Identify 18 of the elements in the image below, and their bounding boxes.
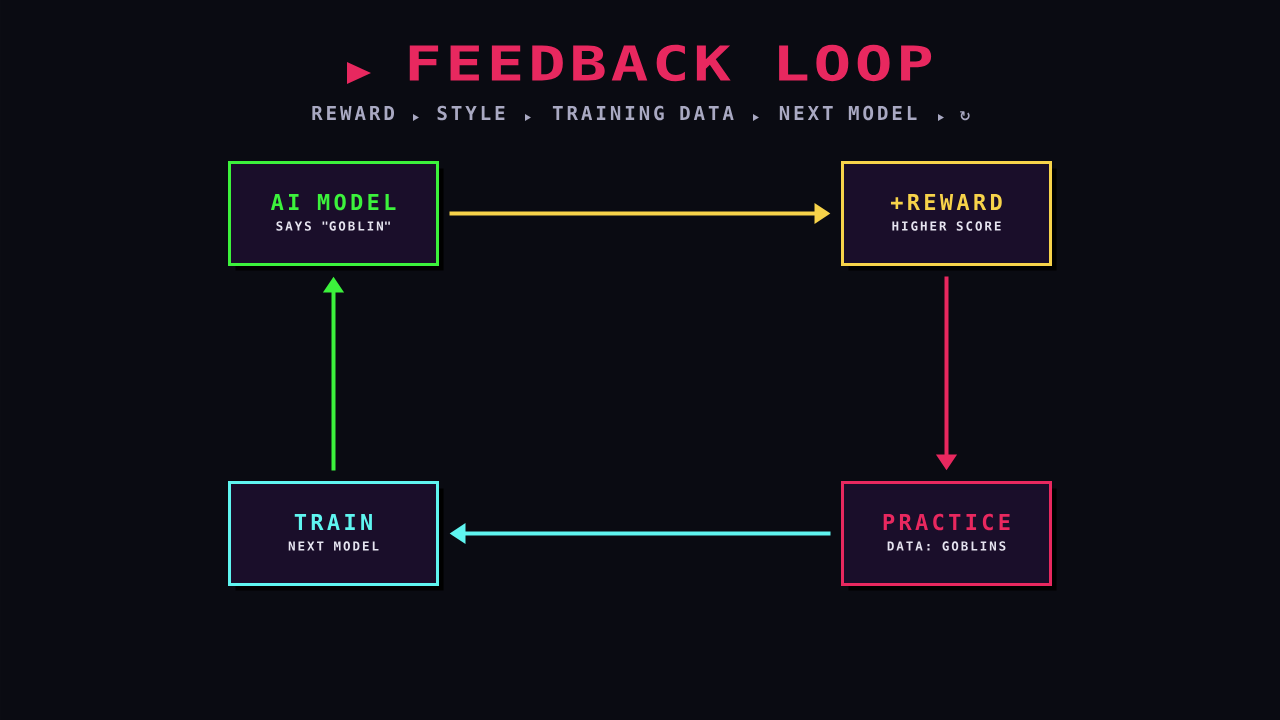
subtitle-text: STYLE [437, 105, 505, 121]
subtitle-text: ↻ [960, 111, 970, 121]
box-caption: HIGHER SCORE [892, 221, 1001, 231]
process-box [841, 161, 1057, 271]
process-box [841, 481, 1057, 591]
title: FEEDBACK LOOP [409, 44, 932, 82]
box-heading: AI MODEL [270, 193, 396, 211]
box-heading: TRAIN [294, 514, 372, 531]
subtitle-text: TRAINING DATA [552, 105, 734, 121]
box-caption: SAYS "GOBLIN" [276, 221, 390, 231]
process-box [228, 481, 444, 591]
box-caption: NEXT MODEL [288, 541, 379, 551]
box-caption: DATA: GOBLINS [887, 541, 1006, 551]
process-box [228, 161, 444, 271]
box-heading: PRACTICE [883, 513, 1010, 531]
subtitle-text: REWARD [312, 106, 394, 120]
box-heading: +REWARD [890, 194, 1002, 211]
subtitle-text: NEXT MODEL [779, 105, 917, 121]
